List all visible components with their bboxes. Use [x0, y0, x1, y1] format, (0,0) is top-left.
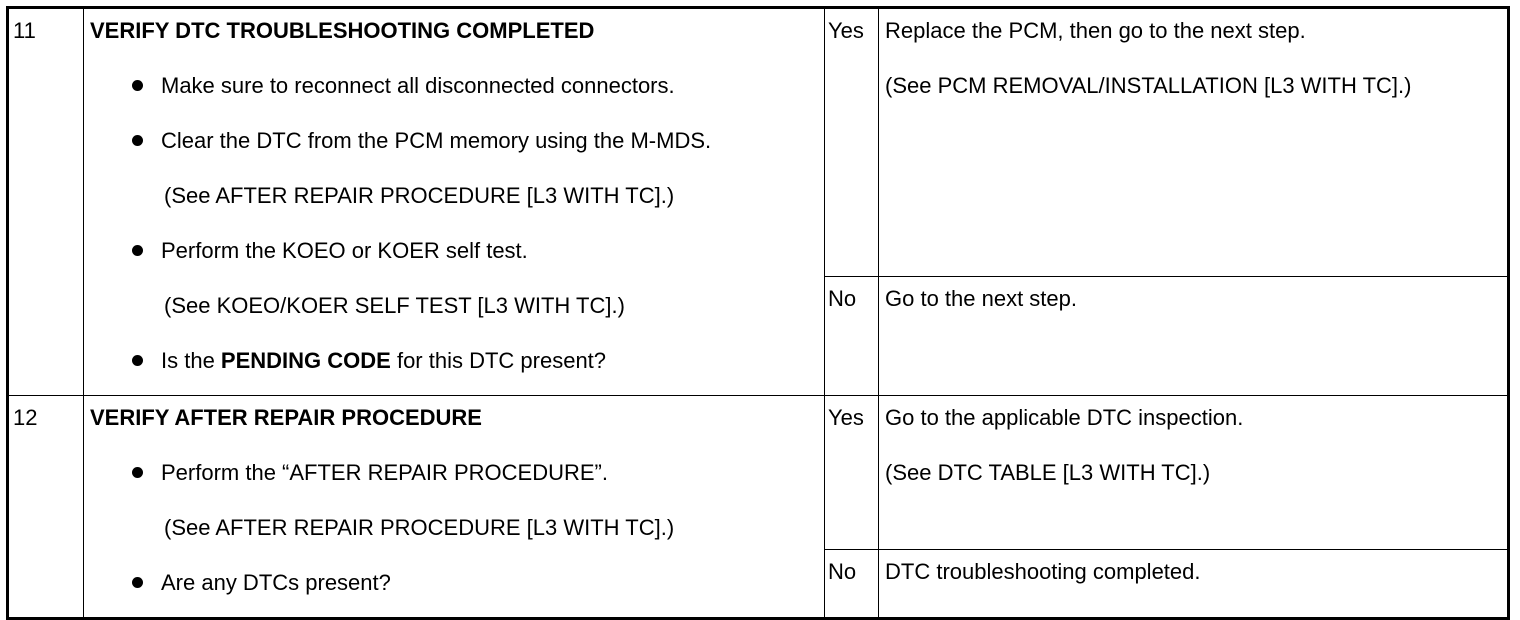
- bullet-item: Are any DTCs present?: [84, 562, 824, 617]
- bullet-item: Clear the DTC from the PCM memory using …: [84, 120, 824, 175]
- bullet-text-post: for this DTC present?: [390, 348, 607, 373]
- step-row: 12 VERIFY AFTER REPAIR PROCEDURE Perform…: [7, 394, 1509, 619]
- bullet-icon: [132, 244, 143, 256]
- step-number-cell: 12: [7, 395, 84, 619]
- step-number-cell: 11: [7, 7, 84, 396]
- bullet-text-bold: PENDING CODE: [220, 348, 391, 373]
- bullet-item: Perform the “AFTER REPAIR PROCEDURE”.: [84, 452, 824, 507]
- bullet-text: Perform the “AFTER REPAIR PROCEDURE”.: [161, 460, 608, 485]
- action-cell-yes: Go to the applicable DTC inspection. (Se…: [878, 394, 1509, 551]
- step-row: 11 VERIFY DTC TROUBLESHOOTING COMPLETED …: [7, 6, 1509, 396]
- action-text: DTC troubleshooting completed.: [885, 559, 1201, 585]
- step-row-continued: No Go to the next step.: [8, 276, 1509, 396]
- reference-text: (See KOEO/KOER SELF TEST [L3 WITH TC].): [164, 293, 625, 318]
- action-text: Replace the PCM, then go to the next ste…: [885, 18, 1306, 43]
- answer-cell-no: No: [824, 276, 879, 396]
- answer-yes: Yes: [828, 405, 864, 430]
- step-title: VERIFY DTC TROUBLESHOOTING COMPLETED: [90, 18, 595, 43]
- bullet-text: Perform the KOEO or KOER self test.: [161, 238, 528, 263]
- answer-no: No: [828, 286, 857, 312]
- bullet-icon: [132, 466, 143, 478]
- reference-text: (See AFTER REPAIR PROCEDURE [L3 WITH TC]…: [164, 183, 675, 208]
- answer-no: No: [828, 559, 857, 585]
- bullet-icon: [132, 576, 143, 588]
- step-number: 11: [13, 18, 36, 43]
- answer-cell-yes: Yes: [824, 394, 879, 551]
- bullet-text: Are any DTCs present?: [161, 570, 391, 595]
- answer-yes: Yes: [828, 18, 864, 43]
- bullet-text: Make sure to reconnect all disconnected …: [161, 73, 675, 98]
- action-cell-yes: Replace the PCM, then go to the next ste…: [878, 6, 1509, 278]
- action-reference: (See DTC TABLE [L3 WITH TC].): [885, 460, 1211, 485]
- reference-text: (See AFTER REPAIR PROCEDURE [L3 WITH TC]…: [164, 515, 675, 540]
- bullet-icon: [132, 134, 143, 146]
- action-cell-no: DTC troubleshooting completed.: [878, 549, 1509, 619]
- action-text: Go to the applicable DTC inspection.: [885, 405, 1244, 430]
- action-cell-no: Go to the next step.: [878, 276, 1509, 396]
- step-title: VERIFY AFTER REPAIR PROCEDURE: [90, 405, 482, 430]
- bullet-icon: [132, 354, 143, 366]
- bullet-icon: [132, 79, 143, 91]
- action-reference: (See PCM REMOVAL/INSTALLATION [L3 WITH T…: [885, 73, 1412, 98]
- step-number: 12: [13, 405, 38, 430]
- troubleshooting-table: 11 VERIFY DTC TROUBLESHOOTING COMPLETED …: [6, 6, 1510, 620]
- bullet-text-pre: Is the: [161, 348, 221, 373]
- answer-cell-yes: Yes: [824, 6, 879, 278]
- action-text: Go to the next step.: [885, 286, 1078, 312]
- bullet-text: Clear the DTC from the PCM memory using …: [161, 128, 712, 153]
- inspection-cell: VERIFY AFTER REPAIR PROCEDURE Perform th…: [83, 395, 825, 619]
- answer-cell-no: No: [824, 549, 879, 619]
- bullet-item: Is the PENDING CODE for this DTC present…: [84, 340, 824, 395]
- bullet-item: Perform the KOEO or KOER self test.: [84, 230, 824, 285]
- inspection-cell: VERIFY DTC TROUBLESHOOTING COMPLETED Mak…: [83, 7, 825, 396]
- bullet-item: Make sure to reconnect all disconnected …: [84, 65, 824, 120]
